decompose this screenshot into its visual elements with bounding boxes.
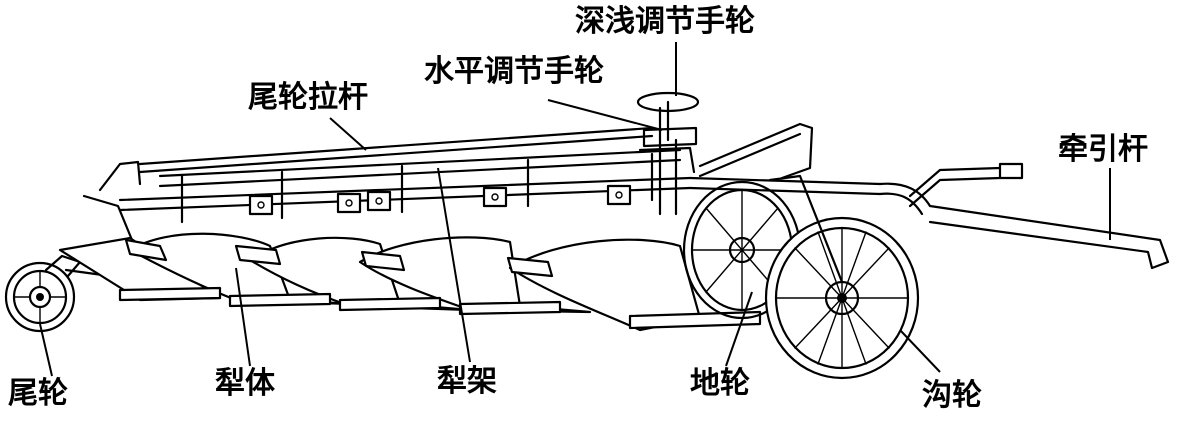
leader-lines <box>39 42 1111 377</box>
plow-bodies-graphic <box>58 232 762 332</box>
hitch-graphic <box>878 162 1170 270</box>
frame-graphic <box>118 148 882 224</box>
label-land-wheel: 地轮 <box>690 366 750 401</box>
label-furrow-wheel: 沟轮 <box>922 378 982 413</box>
label-level-adjust-wheel: 水平调节手轮 <box>424 54 604 89</box>
label-hitch-bar: 牵引杆 <box>1058 132 1148 167</box>
tail-wheel-graphic <box>4 254 82 333</box>
label-tail-wheel-rod: 尾轮拉杆 <box>248 80 368 115</box>
furrow-wheel-graphic <box>764 174 920 380</box>
label-plow-frame: 犁架 <box>437 364 497 399</box>
label-plow-body: 犁体 <box>215 366 275 401</box>
handwheels-graphic <box>636 91 814 216</box>
label-tail-wheel: 尾轮 <box>8 376 68 411</box>
label-depth-adjust-wheel: 深浅调节手轮 <box>575 4 755 39</box>
